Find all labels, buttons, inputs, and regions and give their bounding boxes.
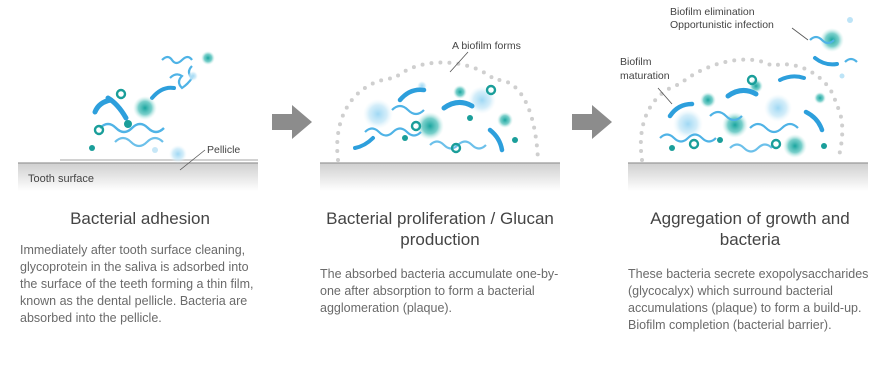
tooth-surface	[320, 163, 560, 191]
stage-1-description: Immediately after tooth surface cleaning…	[20, 243, 254, 325]
stage-1-title: Bacterial adhesion	[70, 209, 210, 228]
stage-2-panel: A biofilm forms Bacterial proliferation …	[310, 0, 600, 378]
biofilm-maturation-label-line2: maturation	[620, 70, 670, 82]
released-bacteria	[809, 17, 858, 79]
tooth-surface-label: Tooth surface	[28, 173, 94, 185]
tooth-surface	[18, 163, 258, 191]
stage-1-panel: Pellicle Tooth surface Bacterial adhesio…	[0, 0, 270, 378]
tooth-surface	[628, 163, 868, 191]
arrow-right-icon	[572, 105, 612, 139]
stage-2-description: The absorbed bacteria accumulate one-by-…	[320, 267, 559, 315]
stage-2-illustration: A biofilm forms	[320, 40, 560, 191]
stage-3-title: Aggregation of growth and bacteria	[650, 209, 850, 249]
bacteria-cluster	[353, 81, 518, 154]
stage-3-description: These bacteria secrete exopolysaccharide…	[628, 267, 869, 332]
stage-3-panel: Biofilm maturation Biofilm elimination O…	[610, 0, 884, 378]
stage-1-illustration: Pellicle Tooth surface	[18, 51, 258, 191]
biofilm-elimination-label-line2: Opportunistic infection	[670, 19, 774, 31]
stage-3-illustration: Biofilm maturation Biofilm elimination O…	[620, 6, 868, 191]
pellicle-label: Pellicle	[207, 144, 240, 156]
biofilm-boundary	[335, 60, 540, 162]
arrow-right-icon	[272, 105, 312, 139]
bacteria-cluster	[659, 74, 827, 158]
stage-2-title: Bacterial proliferation / Glucan product…	[326, 209, 554, 249]
bacteria-cluster	[89, 51, 215, 163]
biofilm-forms-label: A biofilm forms	[452, 40, 521, 52]
biofilm-maturation-label-line1: Biofilm	[620, 56, 652, 68]
biofilm-elimination-label-line1: Biofilm elimination	[670, 6, 755, 18]
biofilm-boundary	[638, 57, 845, 162]
